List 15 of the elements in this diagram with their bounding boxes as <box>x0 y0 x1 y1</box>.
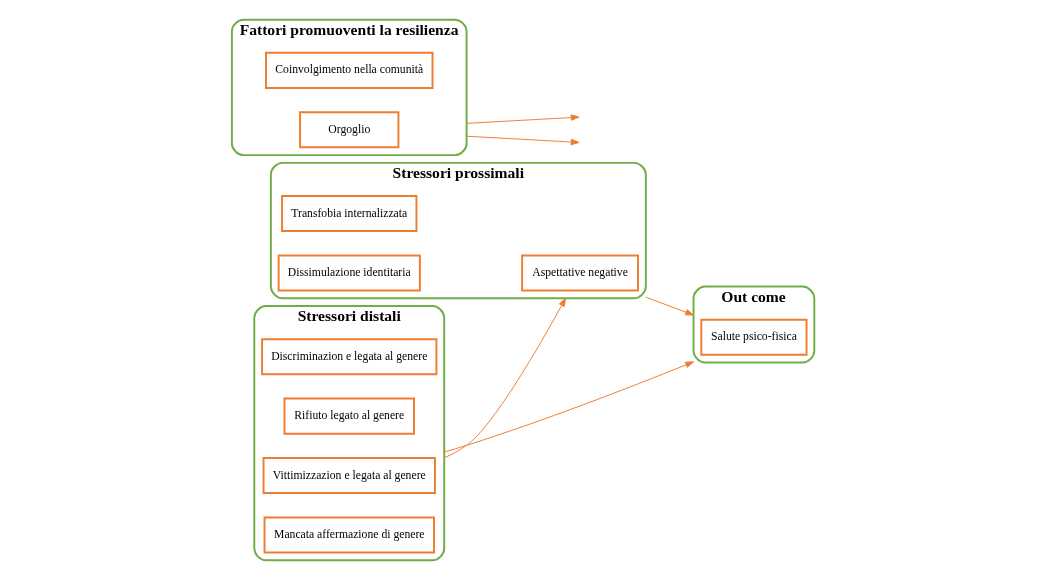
arrow <box>443 361 695 453</box>
node-box: Dissimulazione identitaria <box>277 254 421 292</box>
node-box: Aspettative negative <box>521 254 639 292</box>
node-box: Salute psico-fisica <box>700 318 808 356</box>
node-box: Orgoglio <box>299 111 400 149</box>
node-box: Discriminazion e legata al genere <box>261 338 438 376</box>
arrow <box>466 135 580 146</box>
arrow <box>466 114 580 124</box>
node-box: Transfobia internalizzata <box>281 195 418 233</box>
node-box: Vittimizzazion e legata al genere <box>262 457 436 495</box>
arrow <box>443 297 567 459</box>
node-box: Rifiuto legato al genere <box>283 397 415 435</box>
arrow <box>645 296 695 316</box>
node-box: Coinvolgimento nella comunità <box>265 51 434 89</box>
node-box: Mancata affermazione di genere <box>263 516 435 554</box>
